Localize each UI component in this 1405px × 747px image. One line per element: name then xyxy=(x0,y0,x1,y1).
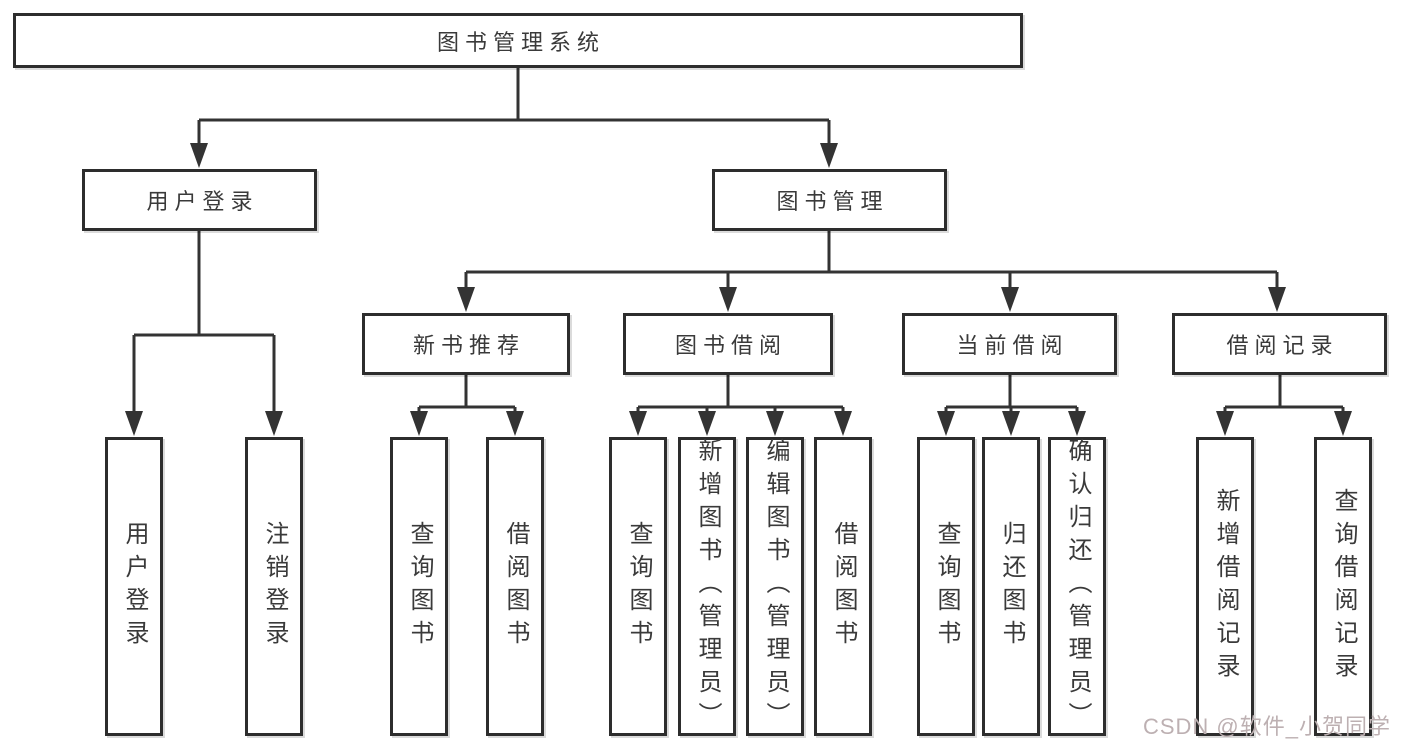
csdn-watermark: CSDN @软件_小贺同学 xyxy=(1142,714,1391,739)
leaf-recommend-query-book: 查询图书 xyxy=(390,437,448,736)
leaf-current-query-book-label: 查询图书 xyxy=(933,520,960,653)
node-library-system: 图书管理系统 xyxy=(13,13,1023,68)
leaf-edit-book-admin-label: 编辑图书（管理员） xyxy=(762,438,789,735)
node-current-borrowing: 当前借阅 xyxy=(902,313,1117,375)
leaf-recommend-borrow-book: 借阅图书 xyxy=(486,437,544,736)
node-user-login: 用户登录 xyxy=(82,169,317,231)
leaf-confirm-return-admin: 确认归还（管理员） xyxy=(1048,437,1106,736)
node-borrow-records: 借阅记录 xyxy=(1172,313,1387,375)
leaf-logout: 注销登录 xyxy=(245,437,303,736)
leaf-user-login: 用户登录 xyxy=(105,437,163,736)
leaf-add-book-admin: 新增图书（管理员） xyxy=(678,437,736,736)
leaf-add-borrow-record: 新增借阅记录 xyxy=(1196,437,1254,736)
leaf-borrowing-query-book: 查询图书 xyxy=(609,437,667,736)
leaf-add-borrow-record-label: 新增借阅记录 xyxy=(1212,487,1239,686)
node-book-borrowing: 图书借阅 xyxy=(623,313,833,375)
leaf-borrowing-borrow-book-label: 借阅图书 xyxy=(830,520,857,653)
leaf-confirm-return-admin-label: 确认归还（管理员） xyxy=(1064,438,1091,735)
leaf-return-book-label: 归还图书 xyxy=(998,520,1025,653)
leaf-borrowing-borrow-book: 借阅图书 xyxy=(814,437,872,736)
leaf-recommend-borrow-book-label: 借阅图书 xyxy=(502,520,529,653)
leaf-query-borrow-record: 查询借阅记录 xyxy=(1314,437,1372,736)
leaf-borrowing-query-book-label: 查询图书 xyxy=(625,520,652,653)
node-new-book-recommend: 新书推荐 xyxy=(362,313,570,375)
leaf-current-query-book: 查询图书 xyxy=(917,437,975,736)
node-book-management: 图书管理 xyxy=(712,169,947,231)
arrowheads xyxy=(125,143,1352,436)
leaf-recommend-query-book-label: 查询图书 xyxy=(406,520,433,653)
leaf-return-book: 归还图书 xyxy=(982,437,1040,736)
leaf-edit-book-admin: 编辑图书（管理员） xyxy=(746,437,804,736)
leaf-add-book-admin-label: 新增图书（管理员） xyxy=(694,438,721,735)
leaf-logout-label: 注销登录 xyxy=(261,520,288,653)
leaf-user-login-label: 用户登录 xyxy=(121,520,148,653)
leaf-query-borrow-record-label: 查询借阅记录 xyxy=(1330,487,1357,686)
